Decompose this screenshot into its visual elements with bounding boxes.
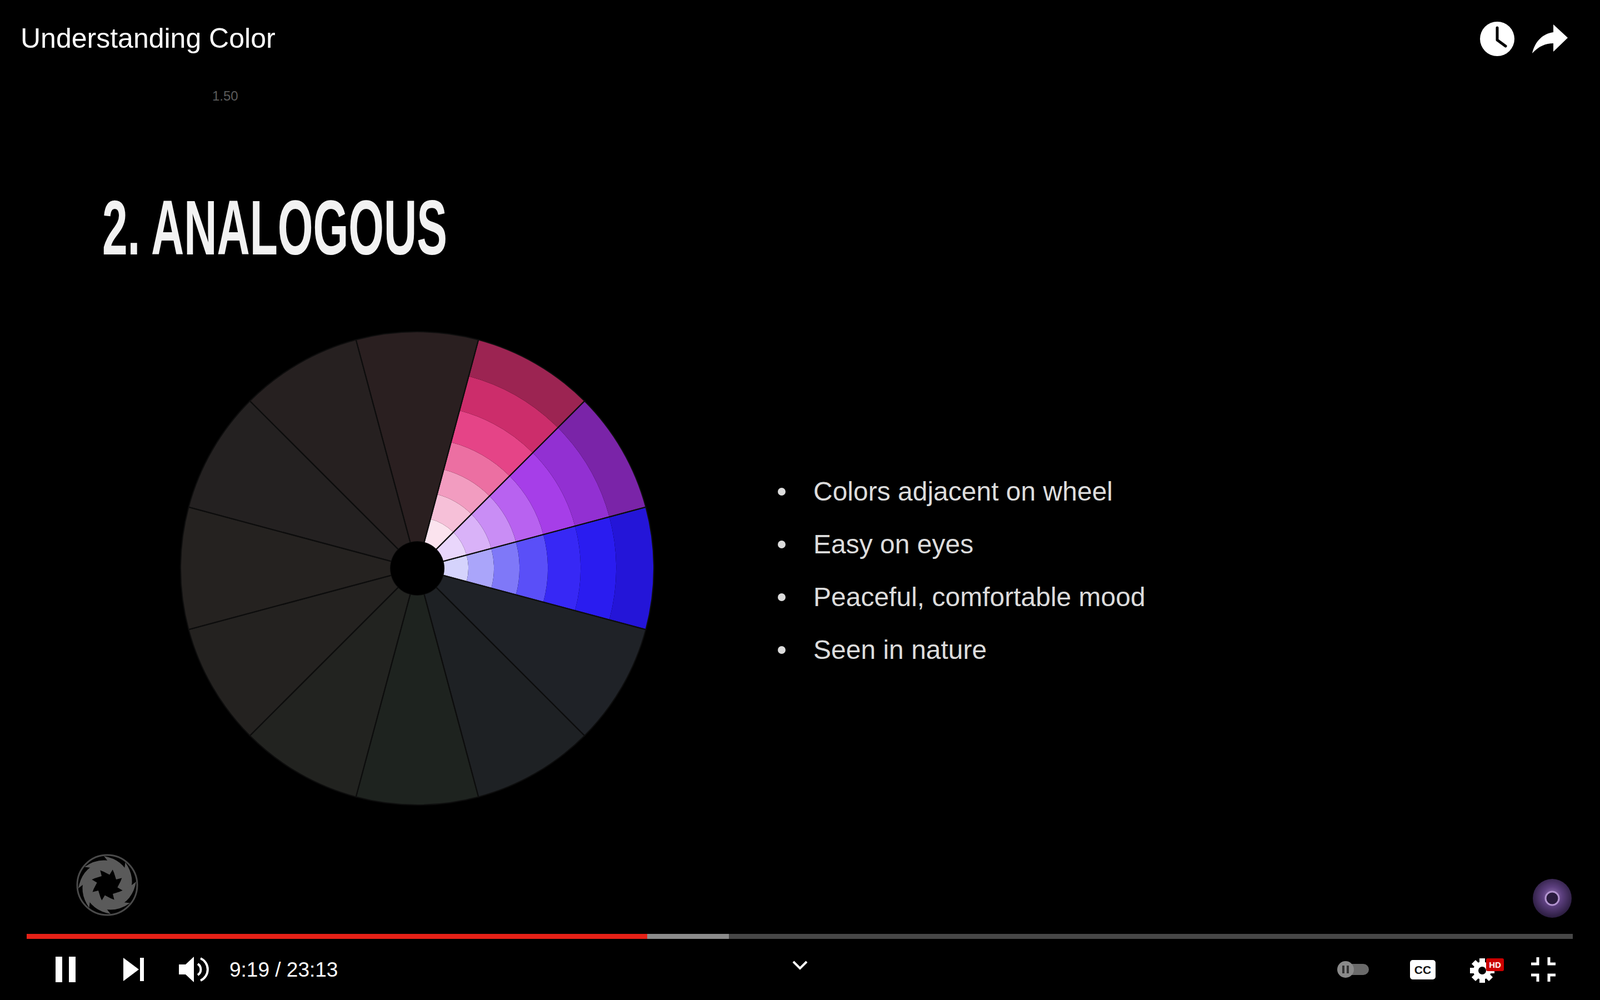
wheel-band <box>543 526 581 611</box>
bullet-dot <box>777 593 786 602</box>
video-title: Understanding Color <box>20 24 276 53</box>
bullet-text: Colors adjacent on wheel <box>813 478 1113 505</box>
progress-track <box>26 933 1573 939</box>
wheel-divider <box>356 593 479 805</box>
time-display: 9:19 / 23:13 <box>229 959 338 980</box>
wheel-divider <box>188 575 399 736</box>
progress-played <box>26 933 648 939</box>
wheel-divider <box>436 575 647 736</box>
wheel-divider <box>423 340 585 550</box>
bullet-dots <box>777 487 786 654</box>
bullet-text: Peaceful, comfortable mood <box>813 583 1146 611</box>
wheel-band <box>575 516 617 620</box>
wheel-divider <box>423 587 585 798</box>
wheel-divider <box>436 401 647 562</box>
color-wheel <box>180 331 654 805</box>
autoplay-toggle <box>1337 961 1369 978</box>
chevron-icon <box>793 961 807 969</box>
bullet-dot <box>777 540 786 549</box>
wheel-band <box>557 401 646 518</box>
wheel-divider <box>356 331 479 543</box>
bullet-text: Easy on eyes <box>813 531 974 558</box>
exit-fullscreen-icon <box>1531 957 1556 982</box>
wheel-divider <box>250 340 411 550</box>
watch-later-icon <box>1480 21 1515 57</box>
wheel-divider <box>442 507 654 630</box>
bullet-dot <box>777 487 786 496</box>
speed-indicator: 1.50 <box>212 89 239 103</box>
progress-buffered <box>26 933 729 939</box>
wheel-band <box>468 340 585 428</box>
volume-icon <box>178 956 208 983</box>
bullet-text: Seen in nature <box>813 636 987 664</box>
hd-badge: HD <box>1486 958 1504 972</box>
wheel-hole <box>390 541 444 595</box>
wheel-divider <box>180 507 392 630</box>
wheel-segment <box>250 340 411 550</box>
bullet-dot <box>777 646 786 654</box>
aperture-logo <box>71 848 144 922</box>
captions-icon: CC <box>1410 960 1436 980</box>
next-icon <box>123 957 144 982</box>
slide-heading: 2. ANALOGOUS <box>102 188 448 267</box>
pause-icon <box>55 956 76 983</box>
wheel-band <box>516 534 548 603</box>
wheel-divider <box>250 587 411 798</box>
wheel-band <box>491 541 520 595</box>
wheel-divider <box>188 401 399 562</box>
share-icon <box>1532 24 1568 54</box>
wheel-band <box>609 507 654 630</box>
channel-avatar <box>1532 878 1572 918</box>
